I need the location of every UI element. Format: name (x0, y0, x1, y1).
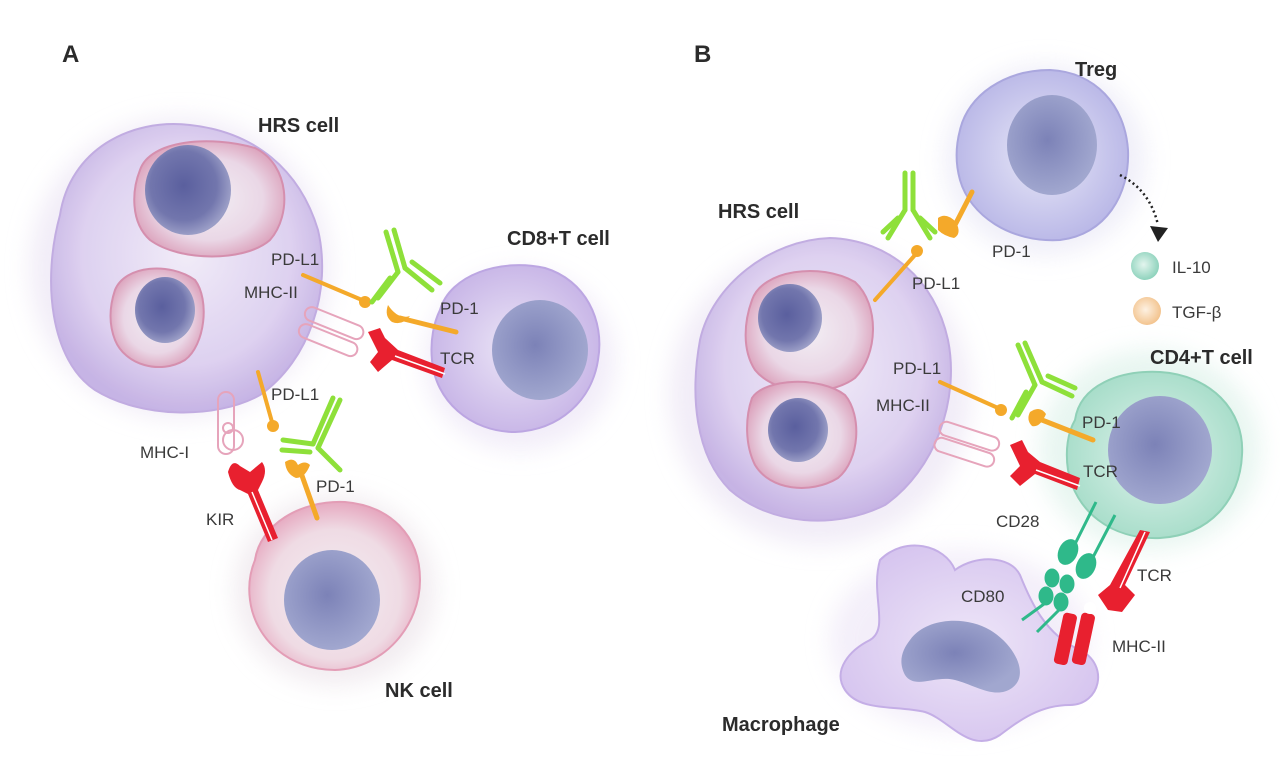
label-pdl1-a-top: PD-L1 (271, 250, 319, 269)
pd1-receptor-cd4 (1028, 408, 1096, 443)
pdl1-ligand-a-top (301, 273, 371, 308)
treg-cell (945, 65, 1145, 255)
antibody-b-treg (880, 170, 938, 241)
cd28-receptor (1057, 501, 1117, 579)
pdl1-ligand-b-treg (873, 245, 923, 302)
arrow-head-icon (1150, 226, 1168, 242)
cd80-ligand (1021, 568, 1075, 634)
mhc2-a (297, 306, 365, 358)
antibody-b-cd4 (1009, 340, 1078, 421)
nucleus-upper (133, 140, 286, 258)
label-tcr-b-mac: TCR (1137, 566, 1172, 585)
label-mhc2-b-hrs: MHC-II (876, 396, 930, 415)
pdl1-ligand-b-cd4 (938, 380, 1007, 416)
mhc2-b-mac (1053, 602, 1096, 666)
mhc2-b-hrs (933, 420, 1001, 468)
macrophage (830, 544, 1099, 742)
nucleus-lower (109, 267, 205, 369)
cd4-t-cell (1040, 350, 1260, 550)
cd8-t-cell-label: CD8+T cell (507, 228, 610, 250)
nucleus-b-upper (744, 270, 874, 393)
nk-cell-label: NK cell (385, 680, 453, 702)
antibody-a-top (369, 227, 443, 305)
pd1-receptor-treg (938, 189, 975, 238)
hrs-cell-b (670, 236, 970, 545)
label-pd1-nk: PD-1 (316, 477, 355, 496)
label-pdl1-cd4: PD-L1 (893, 359, 941, 378)
kir-receptor (228, 462, 278, 542)
label-cd28: CD28 (996, 512, 1039, 531)
label-mhc2-a: MHC-II (244, 283, 298, 302)
tcr-b-mac (1098, 530, 1150, 612)
pd1-receptor-cd8 (386, 305, 459, 335)
treg-cell-label: Treg (1075, 59, 1117, 81)
macrophage-label: Macrophage (722, 714, 840, 736)
label-pd1-treg: PD-1 (992, 242, 1031, 261)
label-tcr-b-hrs: TCR (1083, 462, 1118, 481)
label-tcr-a: TCR (440, 349, 475, 368)
panel-a-letter: A (62, 41, 79, 68)
legend: IL-10 TGF-β (1131, 252, 1222, 325)
cd4-t-cell-label: CD4+T cell (1150, 347, 1253, 369)
label-kir: KIR (206, 510, 234, 529)
hrs-cell-a-label: HRS cell (258, 115, 339, 137)
nk-cell (235, 495, 435, 685)
pdl1-ligand-a-bottom (256, 370, 279, 432)
mhc1-a (217, 391, 244, 455)
label-mhc1-a: MHC-I (140, 443, 189, 462)
cd8-t-cell (425, 264, 615, 450)
secretion-arrow (1119, 173, 1160, 226)
nucleus-b-lower (746, 380, 858, 489)
label-pdl1-a-bottom: PD-L1 (271, 385, 319, 404)
label-cd80: CD80 (961, 587, 1004, 606)
legend-item-tgfb: TGF-β (1133, 297, 1222, 325)
label-pd1-cd8: PD-1 (440, 299, 479, 318)
legend-item-il10: IL-10 (1131, 252, 1211, 280)
tcr-b-hrs (1010, 440, 1081, 490)
pd1-receptor-nk (285, 459, 320, 521)
hrs-cell-a (30, 118, 330, 418)
legend-label-il10: IL-10 (1172, 258, 1211, 277)
label-mhc2-b-mac: MHC-II (1112, 637, 1166, 656)
label-pdl1-treg: PD-L1 (912, 274, 960, 293)
legend-label-tgfb: TGF-β (1172, 303, 1222, 322)
label-pd1-cd4: PD-1 (1082, 413, 1121, 432)
tcr-cd8 (368, 328, 446, 378)
hrs-cell-b-label: HRS cell (718, 201, 799, 223)
antibody-a-bottom (279, 395, 343, 473)
panel-b-letter: B (694, 41, 711, 68)
